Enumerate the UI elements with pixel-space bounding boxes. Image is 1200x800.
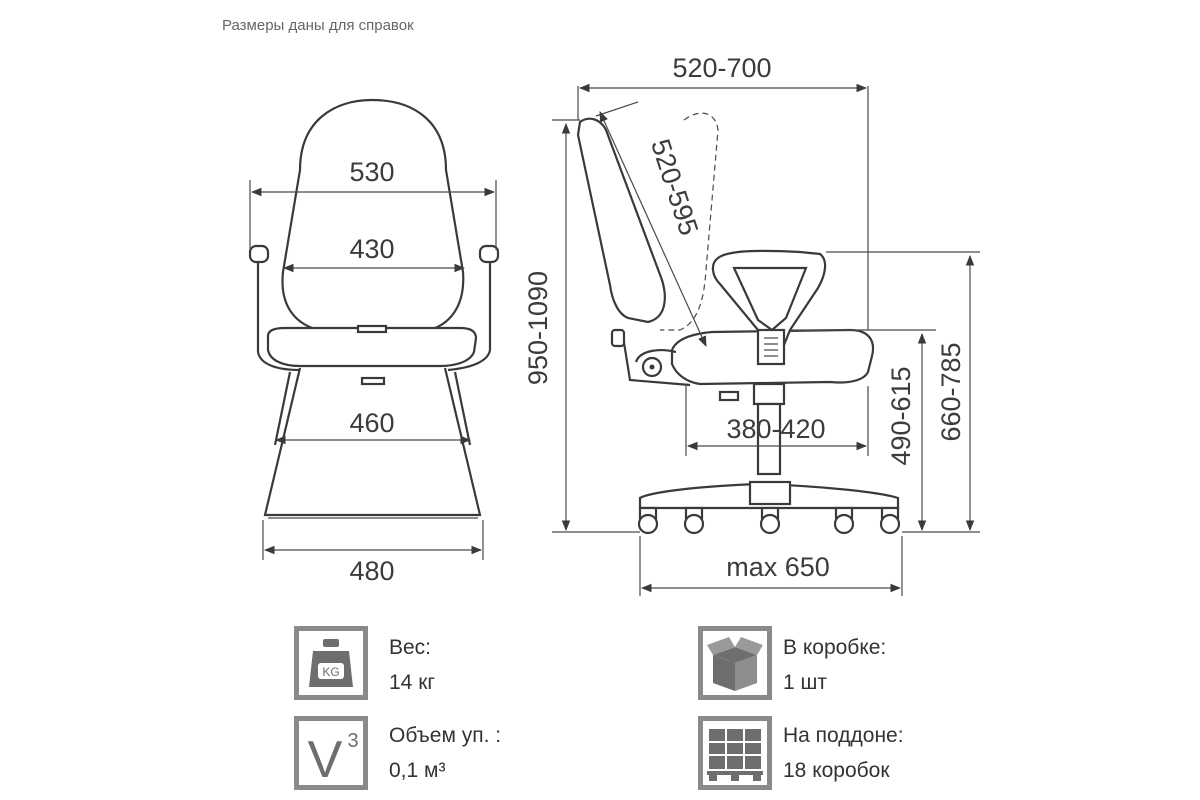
dim-base-width: 480: [349, 556, 394, 586]
weight-label: Вес:: [389, 636, 432, 659]
volume-icon: V 3: [294, 716, 368, 790]
side-view: 520-700 520-595 950-1090 380-420 490-615…: [523, 53, 980, 596]
pallet-spec: На поддоне: 18 коробок: [783, 718, 904, 788]
box-label: В коробке:: [783, 636, 887, 659]
reference-note: Размеры даны для справок: [222, 17, 414, 34]
front-sled-base: [263, 367, 482, 517]
pallet-icon: [698, 716, 772, 790]
front-seat: [266, 326, 478, 368]
box-icon: [698, 626, 772, 700]
weight-value: 14 кг: [389, 671, 436, 694]
svg-text:V: V: [308, 731, 343, 785]
front-armrest-left: [256, 250, 301, 372]
volume-value: 0,1 м³: [389, 759, 446, 782]
box-value: 1 шт: [783, 671, 827, 694]
pallet-label: На поддоне:: [783, 724, 904, 747]
box-spec: В коробке: 1 шт: [783, 630, 886, 700]
chair-dimension-diagram: 530 430 460 480: [248, 53, 980, 596]
weight-spec: Вес: 14 кг: [389, 630, 435, 700]
dim-seat-depth: 380-420: [726, 414, 825, 444]
pallet-value: 18 коробок: [783, 759, 890, 782]
front-backrest: [281, 98, 465, 332]
dim-back-width-outer: 530: [349, 157, 394, 187]
svg-text:3: 3: [347, 730, 358, 752]
dim-backrest-height: 520-595: [645, 135, 704, 239]
dim-seat-width: 460: [349, 408, 394, 438]
weight-icon: KG: [294, 626, 368, 700]
dim-armrest-height: 660-785: [936, 342, 966, 441]
dim-depth: 520-700: [672, 53, 771, 83]
svg-text:KG: KG: [322, 665, 339, 679]
front-view: 530 430 460 480: [248, 98, 500, 586]
dim-seat-height: 490-615: [886, 366, 916, 465]
dim-total-height: 950-1090: [523, 271, 553, 385]
casters: [637, 506, 901, 535]
volume-label: Объем уп. :: [389, 724, 502, 747]
dim-back-width-inner: 430: [349, 234, 394, 264]
volume-spec: Объем уп. : 0,1 м³: [389, 718, 501, 788]
front-armrest-right: [447, 256, 492, 372]
dim-base-diameter: max 650: [726, 552, 830, 582]
